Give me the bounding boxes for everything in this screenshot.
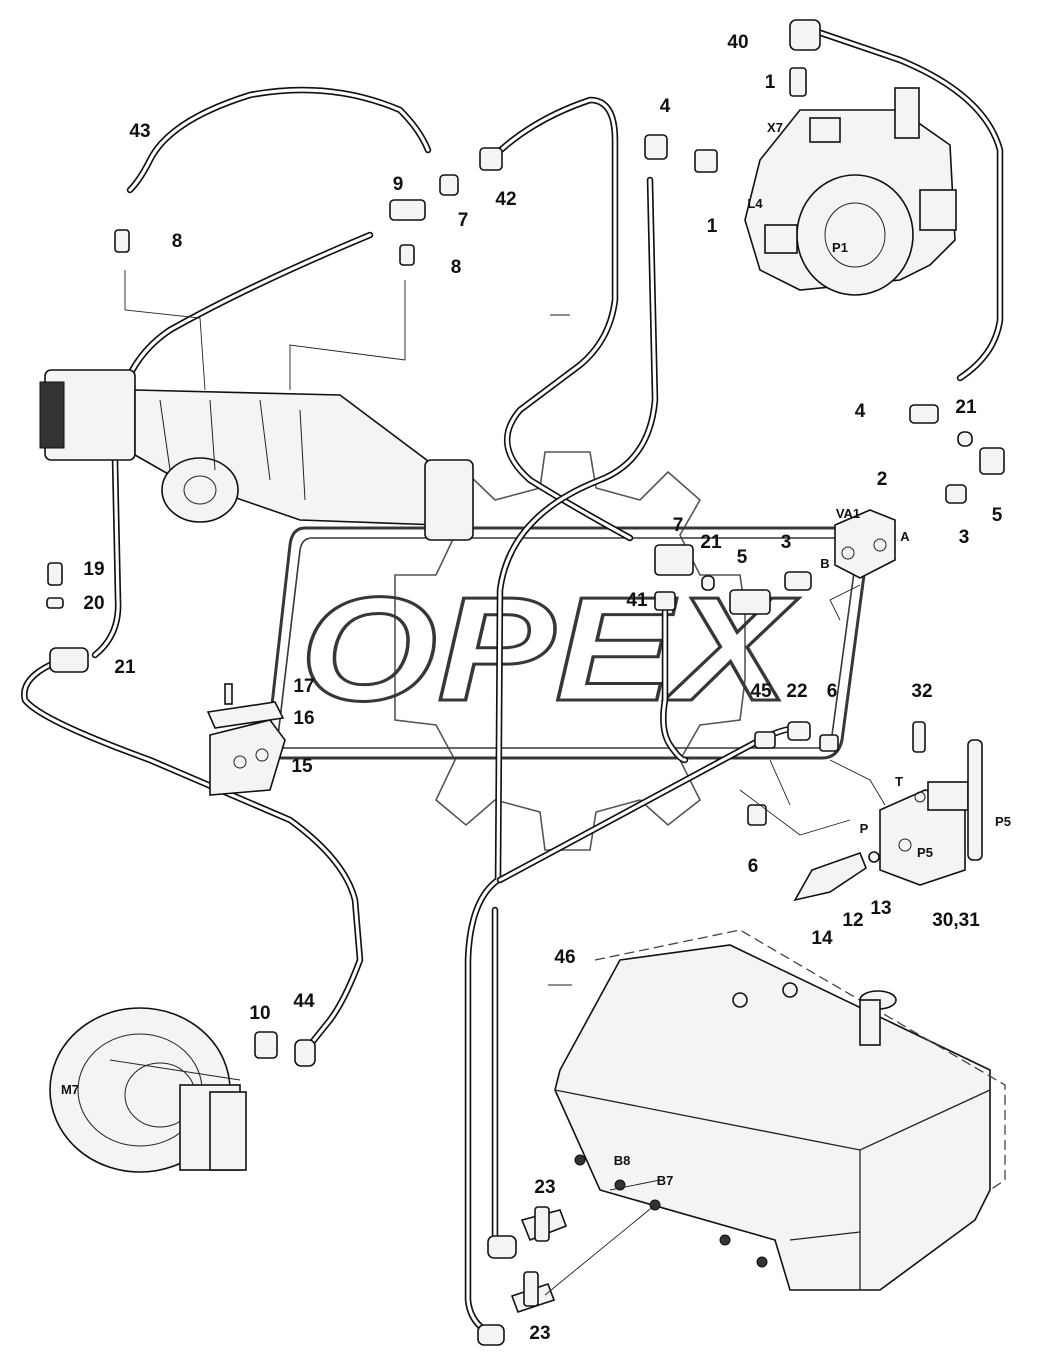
callout-A: A — [900, 529, 910, 544]
callout-42: 42 — [495, 189, 516, 210]
callout-1a: 1 — [765, 72, 776, 93]
callout-43: 43 — [129, 121, 150, 142]
callout-40: 40 — [727, 32, 748, 53]
watermark-text: OPEX — [300, 567, 800, 732]
callout-l4: L4 — [747, 196, 763, 211]
callout-va1: VA1 — [836, 506, 860, 521]
callout-41: 41 — [626, 590, 648, 611]
fittings — [114, 19, 1005, 1346]
valve-block-va1 — [834, 509, 896, 579]
callout-12: 12 — [842, 910, 863, 931]
callout-45: 45 — [750, 681, 772, 702]
leader-lines — [109, 270, 886, 1296]
callout-14: 14 — [811, 928, 833, 949]
callout-4a: 4 — [660, 96, 671, 117]
callout-32: 32 — [911, 681, 932, 702]
callout-B: B — [820, 556, 829, 571]
callout-3b: 3 — [781, 532, 792, 553]
callout-3a: 3 — [959, 527, 970, 548]
pump-p1 — [744, 87, 957, 296]
callout-23b: 23 — [529, 1323, 550, 1344]
callout-46: 46 — [554, 947, 575, 968]
callout-44: 44 — [293, 991, 315, 1012]
callout-8a: 8 — [172, 231, 183, 252]
callout-5b: 5 — [737, 547, 748, 568]
callout-15: 15 — [291, 756, 313, 777]
callout-21b: 21 — [700, 532, 722, 553]
callout-21c: 21 — [114, 657, 136, 678]
callout-4b: 4 — [855, 401, 866, 422]
callout-1b: 1 — [707, 216, 718, 237]
callout-20: 20 — [83, 593, 104, 614]
callout-17: 17 — [293, 676, 314, 697]
callout-9: 9 — [393, 174, 404, 195]
callout-16: 16 — [293, 708, 314, 729]
callout-p5b: P5 — [917, 845, 933, 860]
axle-transmission — [39, 369, 474, 541]
callout-b8: B8 — [614, 1153, 631, 1168]
pipe-tank — [491, 906, 514, 1254]
callout-p1: P1 — [832, 240, 848, 255]
valve-block-p5 — [879, 739, 983, 886]
clamp-21 — [46, 562, 89, 673]
callout-x7: X7 — [767, 120, 783, 135]
callout-6a: 6 — [827, 681, 838, 702]
callout-21a: 21 — [955, 397, 977, 418]
motor-m7 — [49, 1007, 247, 1173]
callout-m7: M7 — [61, 1082, 79, 1097]
callout-22: 22 — [786, 681, 807, 702]
callout-7b: 7 — [673, 515, 684, 536]
callout-2: 2 — [877, 469, 888, 490]
callout-7a: 7 — [458, 210, 469, 231]
clamp-15-16 — [206, 683, 286, 796]
callout-6b: 6 — [748, 856, 759, 877]
callout-23a: 23 — [534, 1177, 555, 1198]
callout-10: 10 — [249, 1003, 270, 1024]
callout-T: T — [895, 774, 903, 789]
watermark-graphic: OPEX — [266, 451, 870, 851]
callout-P: P — [860, 821, 869, 836]
callout-19: 19 — [83, 559, 104, 580]
callout-5a: 5 — [992, 505, 1003, 526]
callout-13: 13 — [870, 898, 891, 919]
callout-8b: 8 — [451, 257, 462, 278]
callout-3031: 30,31 — [932, 910, 980, 931]
hydraulic-tank — [554, 929, 1006, 1291]
callout-b7: B7 — [657, 1173, 674, 1188]
callout-p5a: P5 — [995, 814, 1011, 829]
watermark-gear — [394, 451, 746, 851]
